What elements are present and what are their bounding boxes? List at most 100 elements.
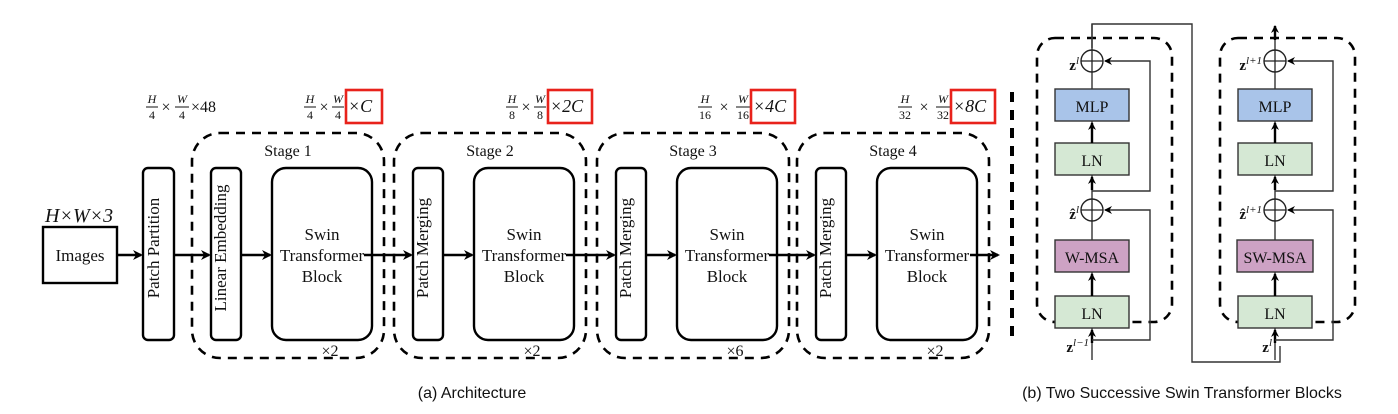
repeat-count: ×6 <box>726 343 743 360</box>
swin-block-label: Block <box>504 267 545 286</box>
swin-block-label: Swin <box>910 225 945 244</box>
mlp-box <box>1237 88 1313 122</box>
mlp-box <box>1054 88 1130 122</box>
sw-msa-box <box>1236 239 1314 273</box>
stage-title: Stage 3 <box>669 143 717 160</box>
skip-connection-mlp <box>1275 57 1334 192</box>
first-block-label: Patch Merging <box>413 197 432 298</box>
repeat-count: ×2 <box>926 343 943 360</box>
w-msa-box-label: W-MSA <box>1065 250 1120 267</box>
svg-text:H: H <box>305 92 316 106</box>
output-variable-label: zl <box>1069 55 1079 74</box>
channel-dim: ×2C <box>550 96 584 116</box>
stage-3: Stage 3 Patch Merging SwinTransformerBlock… <box>566 88 797 360</box>
first-block-label: Patch Merging <box>816 197 835 298</box>
svg-text:×: × <box>521 99 530 116</box>
svg-text:4: 4 <box>179 108 185 122</box>
skip-connection-attn <box>1092 206 1151 341</box>
stage-title: Stage 2 <box>466 143 514 160</box>
svg-text:×: × <box>319 99 328 116</box>
block-boundary <box>1218 36 1357 324</box>
caption-swin-blocks: (b) Two Successive Swin Transformer Bloc… <box>1022 385 1342 402</box>
stage-title: Stage 4 <box>869 143 917 160</box>
svg-text:32: 32 <box>899 108 911 122</box>
first-block-label: Linear Embedding <box>211 184 230 311</box>
output-dims: H 4 × W 4 ×C <box>304 88 384 125</box>
channel-highlight-box <box>949 88 997 125</box>
svg-text:H: H <box>147 92 158 106</box>
input-dims-label: H×W×3 <box>44 205 113 227</box>
intermediate-variable-label: ẑl <box>1069 204 1079 223</box>
svg-text:4: 4 <box>149 108 155 122</box>
svg-text:×48: ×48 <box>191 99 216 116</box>
caption-architecture: (a) Architecture <box>418 385 527 402</box>
layernorm-box <box>1237 142 1313 176</box>
svg-text:×: × <box>919 99 928 116</box>
svg-text:×: × <box>719 99 728 116</box>
channel-highlight-box <box>344 88 384 125</box>
swin-block-label: Swin <box>710 225 745 244</box>
svg-text:16: 16 <box>699 108 711 122</box>
channel-highlight-box <box>546 88 594 125</box>
output-variable-label: zl+1 <box>1239 55 1262 74</box>
swin-block-label: Block <box>907 267 948 286</box>
swin-block-label: Swin <box>305 225 340 244</box>
sw-msa-box-label: SW-MSA <box>1243 250 1307 267</box>
channel-highlight-box <box>749 88 797 125</box>
svg-text:W: W <box>938 92 949 106</box>
channel-dim: ×4C <box>753 96 787 116</box>
stage-boundary <box>190 131 386 360</box>
block-boundary <box>1035 36 1174 324</box>
svg-text:W: W <box>738 92 749 106</box>
repeat-count: ×2 <box>523 343 540 360</box>
svg-text:W: W <box>177 92 188 106</box>
svg-text:8: 8 <box>537 108 543 122</box>
w-msa-box <box>1054 239 1130 273</box>
images-label: Images <box>55 246 104 265</box>
swin-block-label: Block <box>707 267 748 286</box>
skip-connection-attn <box>1275 206 1334 341</box>
images-box <box>41 225 119 285</box>
layernorm-box-label: LN <box>1264 153 1286 170</box>
first-block-label: Patch Merging <box>616 197 635 298</box>
patch-partition-label: Patch Partition <box>144 197 163 298</box>
swin-block-label: Block <box>302 267 343 286</box>
layernorm-box-label: LN <box>1264 306 1286 323</box>
stage-4: Stage 4 Patch Merging SwinTransformerBlock… <box>769 88 997 360</box>
stage-boundary <box>392 131 588 360</box>
input-variable-label: zl <box>1262 337 1272 356</box>
stage-boundary <box>795 131 991 360</box>
svg-text:16: 16 <box>737 108 749 122</box>
output-dims: H16×W16×4C <box>698 88 797 125</box>
svg-text:32: 32 <box>937 108 949 122</box>
layernorm-box-label: LN <box>1081 306 1103 323</box>
svg-text:4: 4 <box>335 108 341 122</box>
svg-text:8: 8 <box>509 108 515 122</box>
layernorm-box <box>1054 142 1130 176</box>
svg-text:×: × <box>161 99 170 116</box>
swin-block-label: Transformer <box>885 246 970 265</box>
channel-dim: ×C <box>348 96 373 116</box>
output-dims: H8×W8×2C <box>506 88 594 125</box>
stage-boundary <box>595 131 791 360</box>
swin-block-label: Transformer <box>685 246 770 265</box>
stage-title: Stage 1 <box>264 143 312 160</box>
dims-after-partition: H 4 × W 4 ×48 <box>146 92 216 122</box>
connector-block1-to-block2 <box>1091 23 1281 363</box>
channel-dim: ×8C <box>953 96 987 116</box>
skip-connection-mlp <box>1092 57 1151 192</box>
output-dims: H32×W32×8C <box>898 88 997 125</box>
svg-text:W: W <box>333 92 344 106</box>
mlp-box-label: MLP <box>1259 99 1292 116</box>
repeat-count: ×2 <box>321 343 338 360</box>
svg-text:4: 4 <box>307 108 313 122</box>
swin-block-label: Transformer <box>482 246 567 265</box>
svg-text:W: W <box>535 92 546 106</box>
layernorm-box-label: LN <box>1081 153 1103 170</box>
mlp-box-label: MLP <box>1076 99 1109 116</box>
